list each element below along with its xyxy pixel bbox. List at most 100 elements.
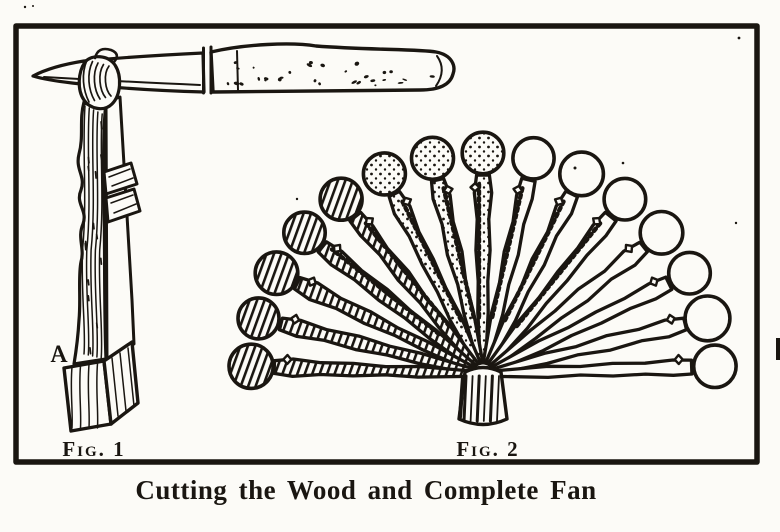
stick-grain-dash [99,257,103,266]
fan-blade [492,343,738,390]
fan-blade-knob [511,135,556,181]
knife-illustration [31,42,456,95]
fan-blade-shaft [492,358,694,380]
fan-blade [281,210,478,371]
scan-speck [621,161,625,165]
fan-blade-knob [666,250,713,296]
stick-grain-dash [89,346,92,355]
stick-grain-line [94,111,99,358]
handle-speckle [382,70,387,75]
handle-speckle [397,81,404,84]
stick-grain-line [85,107,91,356]
fan-blade-carving-marks [502,198,567,323]
stick-grain-dash [95,233,99,240]
fan-blade-knob [602,176,648,222]
stick-knob-grain-line [93,62,101,100]
fan-blade [486,176,648,369]
fan-blade-knob [691,343,738,390]
fan-handle-grain-line [462,374,468,423]
fan-blade-diamond-knot [512,184,524,195]
stick-grain-dash [92,222,95,230]
stick-side-facet [104,95,136,361]
stick-grain-dash [87,295,90,302]
fan-blade [361,151,483,367]
fan-blade-diamond-knot [442,184,454,195]
handle-speckle [306,63,313,68]
handle-speckle [252,66,255,69]
fan-blade-diamond-knot [673,353,684,366]
stick-grain-line [81,105,86,355]
handle-speckle [356,81,361,85]
stick-grain-dash [100,154,103,160]
fan-blade-carving-marks [361,218,452,329]
fan-blade-diamond-knot [290,313,301,325]
handle-speckle [389,70,393,74]
scan-speck [573,166,577,170]
fan-blade-diamond-knot [307,276,317,287]
handle-speckle [263,77,269,81]
fan-blade [409,135,485,366]
fan-blade-carving-marks [441,185,476,320]
fan-blade-shaft [277,316,475,376]
fan-blade [481,135,556,366]
fan-blade-diamond-knot [553,196,565,207]
foot-grain-line [79,365,82,429]
handle-speckle [239,82,244,86]
stick-foot-grain [70,347,135,429]
fan-blade-knob [460,130,506,176]
fan-handle-grain-line [469,375,474,422]
fan-blade-shaft [481,176,537,366]
fan-blade-knob [638,209,685,256]
fan-blade-carving-marks [329,247,442,337]
handle-speckle [382,79,387,81]
stick-knob-grain-line [82,59,90,103]
handle-speckle [288,70,292,74]
stick-chip-notch [104,187,142,224]
fan-blade-diamond-knot [282,353,293,366]
fan-blade-knob [281,210,327,256]
handle-speckle [429,75,435,78]
handle-speckle [351,80,357,84]
fan-blade-knob [253,250,300,297]
foot-grain-line [96,362,99,429]
fan-blade [483,150,606,367]
scan-edge-mark [776,338,780,360]
fan-blade-diamond-knot [624,243,634,254]
foot-grain-line [70,366,73,429]
fan-blade-diamond-knot [364,216,374,226]
fan-blade-knob [236,296,281,341]
stick-grain [81,105,103,359]
fan-blade [236,296,475,376]
handle-speckle [370,79,376,83]
fan-blade-diamond-knot [401,196,413,207]
plate-caption: Cutting the Wood and Complete Fan [135,475,597,505]
fan-blade-shaft [272,357,474,379]
handle-speckle [313,79,317,83]
fan-blade [227,342,474,391]
carving-stick-illustration [62,47,142,433]
fan-blade-knob [361,151,408,197]
plate-frame [13,23,760,465]
fig1-illustration [31,42,456,433]
fan-blade [253,250,476,373]
fig1-label: Fig. 1 [62,437,125,461]
fan-illustration [227,130,738,427]
foot-grain-line [111,357,119,417]
scan-speck [734,221,738,225]
stick-body [72,100,108,366]
fan-handle-grain-line [482,375,487,422]
fan-blade-shaft [292,275,476,373]
fan-handle-grain-line [488,374,494,423]
fan-blade-knob [557,150,606,198]
stick-knob-grain-line [99,63,107,99]
handle-speckle [233,81,240,86]
knife-handle-cap-line [435,55,443,87]
handle-speckle [236,67,240,70]
handle-speckle [354,61,360,66]
fan-handle-grain-line [496,375,500,422]
stick-grain-dash [100,121,103,130]
stick-grain-dash [87,279,90,286]
stick-knob-grain-line [104,65,112,97]
fan-handle-grain-line [475,374,481,423]
